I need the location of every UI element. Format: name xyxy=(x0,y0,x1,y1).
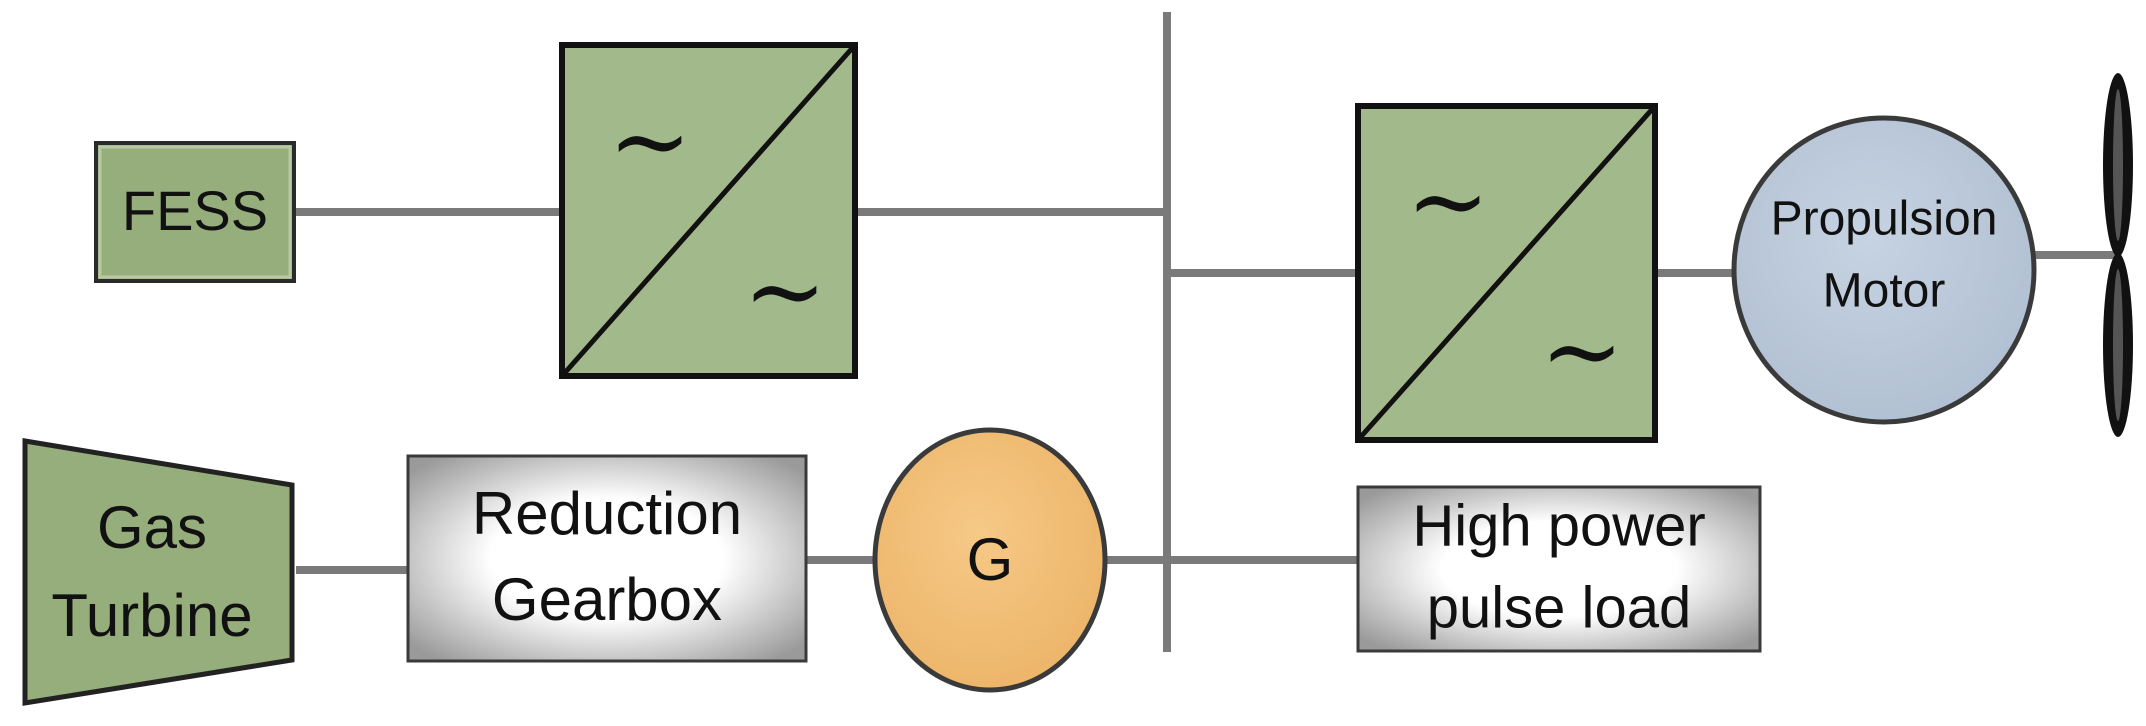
converter-diagonal xyxy=(560,43,857,378)
propulsion-motor: Propulsion Motor xyxy=(1731,115,2037,425)
generator: G xyxy=(872,427,1108,693)
gearbox-label-line2: Gearbox xyxy=(492,566,722,633)
pulse-load-label-line2: pulse load xyxy=(1427,575,1691,640)
connection-lines xyxy=(296,12,2115,652)
generator-label: G xyxy=(967,526,1014,593)
converter-diagonal xyxy=(1356,104,1657,442)
gearbox-label-line1: Reduction xyxy=(472,480,742,547)
fess-label: FESS xyxy=(122,179,268,242)
pulse-load: High power pulse load xyxy=(1356,485,1762,653)
ac-output-symbol: ~ xyxy=(1540,293,1624,410)
gas-turbine-label-line1: Gas xyxy=(97,494,207,561)
propulsion-motor-label-line1: Propulsion xyxy=(1771,193,1998,246)
pulse-load-label-line1: High power xyxy=(1412,493,1705,558)
fess-block: FESS xyxy=(94,141,296,283)
fess-converter: ~ ~ xyxy=(559,42,858,379)
propeller-icon xyxy=(2103,73,2133,437)
gas-turbine-label-line2: Turbine xyxy=(51,582,252,649)
ac-input-symbol: ~ xyxy=(1406,143,1490,260)
gas-turbine: Gas Turbine xyxy=(22,438,295,706)
propulsion-motor-label-line2: Motor xyxy=(1823,265,1946,318)
ac-output-symbol: ~ xyxy=(743,233,827,350)
propulsion-converter: ~ ~ xyxy=(1355,103,1658,443)
ac-input-symbol: ~ xyxy=(608,83,692,200)
reduction-gearbox: Reduction Gearbox xyxy=(406,454,808,663)
